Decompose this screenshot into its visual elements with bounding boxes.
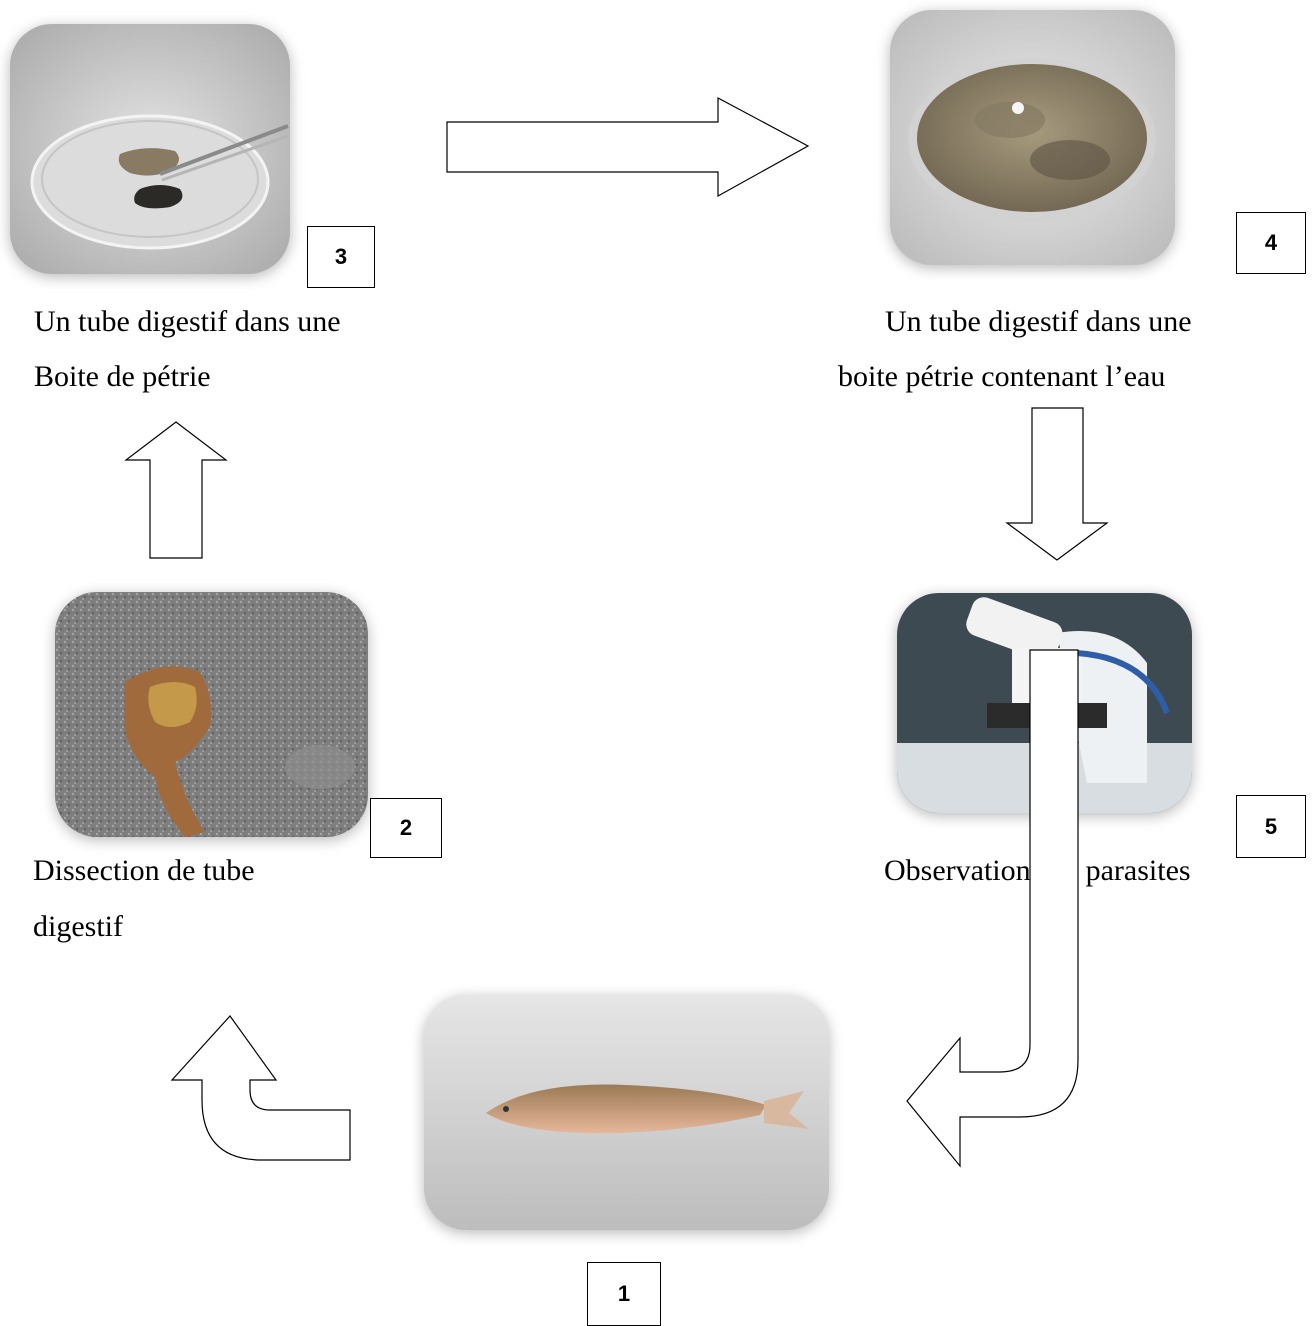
step-3-caption-line-2: Boite de pétrie: [34, 362, 211, 392]
step-number-5: 5: [1236, 795, 1306, 858]
step-4-caption-line-1: Un tube digestif dans une: [885, 307, 1192, 337]
step-4-caption-line-2: boite pétrie contenant l’eau: [838, 362, 1165, 392]
microscope-photo: [897, 593, 1192, 813]
fish-photo: [424, 995, 829, 1230]
petri-dish-photo: [10, 24, 290, 274]
step-3-caption-line-1: Un tube digestif dans une: [34, 307, 341, 337]
step-2-caption-line-1: Dissection de tube: [33, 856, 255, 886]
step-2-caption-line-2: digestif: [33, 912, 123, 942]
petri-dish-water-photo: [890, 10, 1175, 265]
up-arrow-icon: [126, 422, 226, 558]
step-number-2: 2: [370, 798, 442, 858]
step-number-1: 1: [587, 1262, 661, 1326]
step-number-4: 4: [1236, 212, 1306, 274]
dissection-photo: [55, 592, 368, 837]
down-arrow-icon: [1007, 408, 1107, 560]
step-5-caption-line-1: Observation des parasites: [884, 856, 1191, 886]
curved-arrow-up-icon: [172, 1016, 350, 1160]
step-number-3: 3: [307, 226, 375, 288]
right-arrow-icon: [447, 98, 808, 196]
